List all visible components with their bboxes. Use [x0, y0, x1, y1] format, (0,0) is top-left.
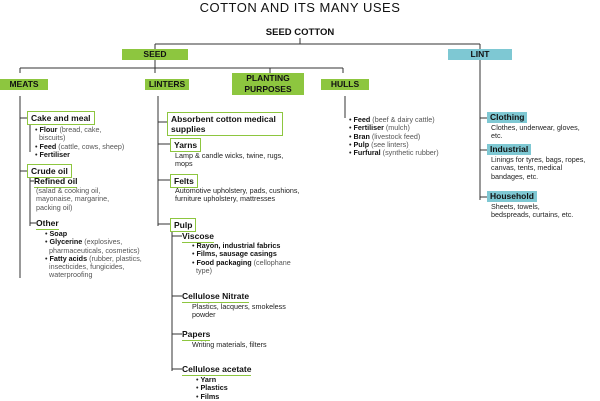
viscose-uses-list: Rayon, industrial fabrics Films, sausage…	[192, 241, 304, 276]
papers-label: Papers	[182, 329, 211, 341]
household-description: Sheets, towels, bedspreads, curtains, et…	[491, 202, 574, 220]
seed-node: SEED	[122, 49, 188, 60]
cellulose-acetate-uses-list: Yarn Plastics Films	[196, 375, 276, 401]
list-item: Flour (bread, cake, biscuits)	[39, 125, 127, 143]
clothing-description: Clothes, underwear, gloves, etc.	[491, 123, 580, 141]
lint-node: LINT	[448, 49, 512, 60]
linters-node: LINTERS	[145, 79, 189, 90]
industrial-description: Linings for tyres, bags, ropes, canvas, …	[491, 155, 586, 181]
cellulose-nitrate-description: Plastics, lacquers, smokeless powder	[192, 302, 286, 320]
household-node: Household	[487, 191, 537, 202]
cellulose-acetate-label: Cellulose acetate	[182, 364, 252, 376]
list-item: Bran (livestock feed)	[353, 132, 453, 141]
list-item: Plastics	[200, 384, 276, 392]
list-item: Feed (beef & dairy cattle)	[353, 115, 453, 124]
list-item: Films, sausage casings	[196, 250, 304, 258]
list-item: Fatty acids (rubber, plastics, insectici…	[49, 254, 145, 280]
list-item: Rayon, industrial fabrics	[196, 241, 304, 250]
felts-description: Automotive upholstery, pads, cushions, f…	[175, 186, 300, 204]
papers-description: Writing materials, filters	[192, 340, 267, 349]
other-uses-list: Soap Glycerine (explosives, pharmaceutic…	[45, 229, 145, 280]
absorbent-cotton-node: Absorbent cotton medical supplies	[167, 112, 283, 136]
list-item: Fertiliser	[39, 150, 127, 159]
meats-node: MEATS	[0, 79, 48, 90]
list-item: Soap	[49, 229, 145, 238]
refined-oil-label: Refined oil	[34, 176, 78, 188]
felts-node: Felts	[170, 174, 198, 188]
list-item: Yarn	[200, 375, 276, 384]
yarns-description: Lamp & candle wicks, twine, rugs, mops	[175, 151, 284, 169]
list-item: Feed (cattle, cows, sheep)	[39, 142, 127, 151]
planting-purposes-node: PLANTING PURPOSES	[232, 73, 304, 95]
root-node-seed-cotton: SEED COTTON	[265, 27, 335, 38]
yarns-node: Yarns	[170, 138, 202, 152]
list-item: Furfural (synthetic rubber)	[353, 149, 453, 157]
hulls-node: HULLS	[321, 79, 369, 90]
list-item: Fertiliser (mulch)	[353, 124, 453, 132]
diagram-title: COTTON AND ITS MANY USES	[199, 0, 401, 15]
list-item: Pulp (see linters)	[353, 140, 453, 149]
list-item: Glycerine (explosives, pharmaceuticals, …	[49, 238, 145, 255]
pulp-node: Pulp	[170, 218, 197, 232]
cake-meal-uses-list: Flour (bread, cake, biscuits) Feed (catt…	[35, 125, 127, 159]
hulls-uses-list: Feed (beef & dairy cattle) Fertiliser (m…	[349, 115, 453, 157]
list-item: Food packaging (cellophane type)	[196, 258, 304, 276]
refined-oil-detail: (salad & cooking oil, mayonaise, margari…	[36, 186, 110, 212]
cellulose-nitrate-label: Cellulose Nitrate	[182, 291, 250, 303]
crude-oil-node: Crude oil	[27, 164, 72, 178]
industrial-node: Industrial	[487, 144, 532, 155]
cake-and-meal-node: Cake and meal	[27, 111, 95, 125]
list-item: Films	[200, 392, 276, 401]
clothing-node: Clothing	[487, 112, 528, 123]
